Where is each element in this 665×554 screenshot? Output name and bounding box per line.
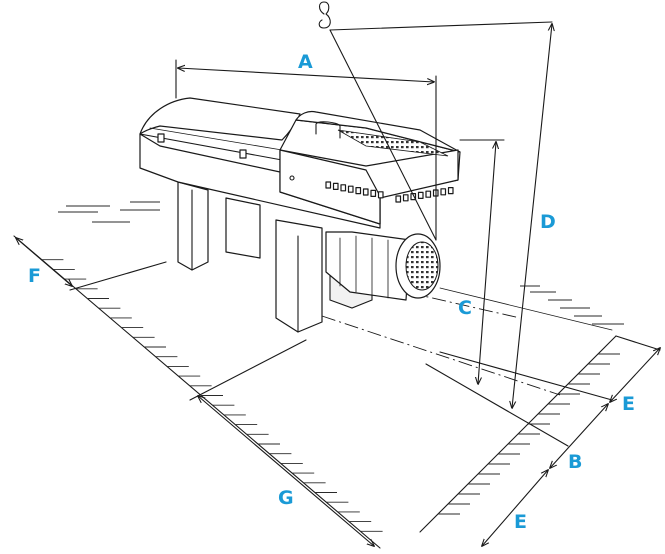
vent-slots: [325, 181, 454, 203]
dimension-a: [175, 59, 437, 241]
vent-slot: [370, 189, 377, 197]
dimension-b-e: [425, 335, 660, 546]
label-a: A: [298, 51, 313, 73]
vent-slot: [325, 181, 332, 189]
label-e-lower: E: [514, 511, 527, 533]
machine-body: [139, 97, 461, 333]
dimension-c: [459, 139, 505, 384]
label-f: F: [28, 265, 41, 287]
motor-fan-grille-icon: [405, 241, 439, 291]
dimension-d: [512, 24, 552, 408]
floor-hatching-right: [438, 353, 620, 515]
label-d: D: [540, 211, 556, 233]
vent-slot: [447, 187, 454, 195]
label-e-upper: E: [622, 393, 635, 415]
dimension-f: [16, 238, 167, 291]
label-b: B: [568, 451, 582, 473]
vent-slot: [332, 182, 339, 190]
vent-slot: [395, 195, 402, 203]
vent-slot: [410, 193, 417, 201]
label-c: C: [458, 297, 472, 319]
vent-slot: [362, 188, 369, 196]
vent-slot: [440, 188, 447, 196]
vent-slot: [377, 191, 384, 199]
vent-slot: [340, 184, 347, 192]
vent-slot: [355, 187, 362, 195]
handle-icon: [315, 121, 341, 139]
vent-slot: [425, 190, 432, 198]
vent-slot: [347, 185, 354, 193]
dimension-g: [189, 339, 374, 546]
label-g: G: [278, 487, 294, 509]
vent-slot: [402, 194, 409, 202]
vent-slot: [417, 191, 424, 199]
